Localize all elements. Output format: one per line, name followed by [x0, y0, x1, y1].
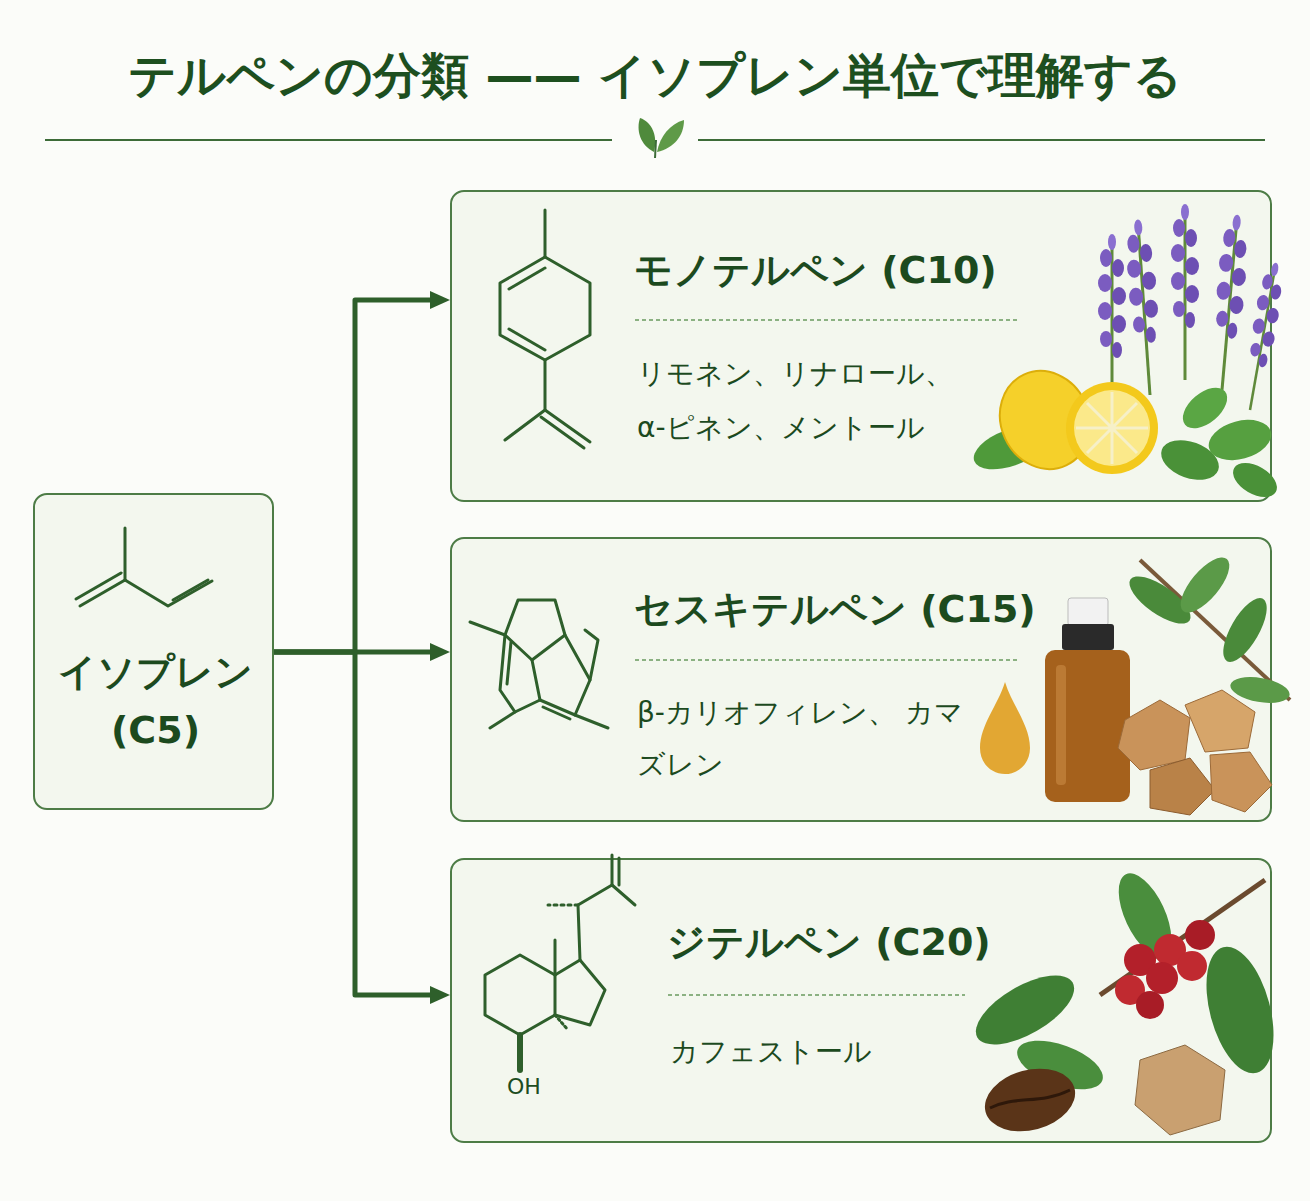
header-rule [698, 139, 1265, 141]
node-body: リモネン、リナロール、 α-ピネン、メントール [637, 347, 977, 455]
leaf-icon [657, 120, 684, 152]
source-box: イソプレン (C5) [33, 493, 274, 810]
class-box: モノテルペン (C10) リモネン、リナロール、 α-ピネン、メントール [450, 190, 1272, 502]
node-body: β-カリオフィレン、 カマズレン [637, 687, 967, 791]
flow-arrow [274, 652, 440, 995]
flow-arrow [274, 650, 440, 655]
class-box: ジテルペン (C20) カフェストール [450, 858, 1272, 1143]
atom-label: OH [507, 1074, 541, 1099]
node-heading: モノテルペン (C10) [634, 244, 1054, 296]
node-body: カフェストール [670, 1025, 970, 1079]
class-box: セスキテルペン (C15) β-カリオフィレン、 カマズレン [450, 537, 1272, 822]
header-rule [45, 139, 612, 141]
leaf-icon [655, 140, 656, 158]
leaf-icon [639, 118, 656, 152]
node-heading: イソプレン (C5) [40, 643, 271, 759]
diagram-title: テルペンの分類 —— イソプレン単位で理解する [0, 42, 1310, 108]
node-heading: セスキテルペン (C15) [634, 583, 1074, 635]
node-heading: ジテルペン (C20) [667, 916, 1027, 968]
flow-arrow [274, 300, 440, 652]
